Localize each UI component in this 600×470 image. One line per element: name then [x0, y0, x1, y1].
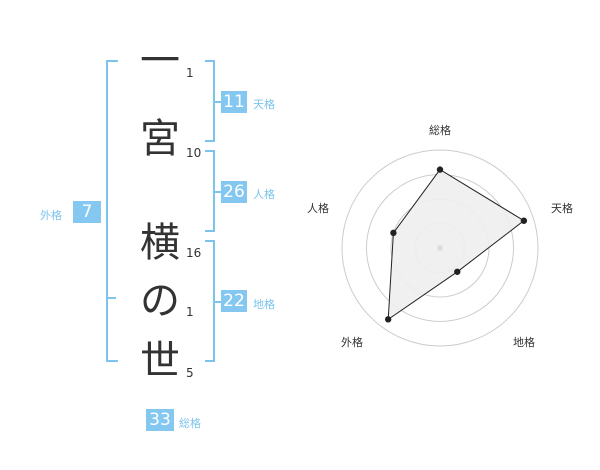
chikaku-bracket	[205, 240, 215, 362]
name-char-4: の	[140, 278, 180, 324]
name-char-3: 横	[140, 220, 180, 266]
gaikaku-value-box: 7	[73, 201, 101, 223]
chikaku-value-box: 22	[221, 290, 247, 312]
tenkaku-connector	[215, 101, 221, 103]
soukaku-label: 総格	[179, 417, 201, 430]
jinkaku-value-box: 26	[221, 181, 247, 203]
radar-point-soukaku	[436, 166, 444, 173]
stroke-count-1: 1	[186, 66, 194, 80]
stroke-count-2: 10	[186, 146, 202, 160]
fortune-radar-chart: 総格 天格 地格 外格 人格	[307, 123, 573, 349]
radar-label-soukaku: 総格	[429, 123, 451, 137]
chikaku-label: 地格	[253, 298, 275, 311]
jinkaku-bracket	[205, 150, 215, 232]
stroke-count-3: 16	[186, 246, 202, 260]
radar-label-jinkaku: 人格	[307, 201, 329, 215]
tenkaku-label: 天格	[253, 98, 275, 111]
stroke-count-5: 5	[186, 366, 194, 380]
jinkaku-label: 人格	[253, 188, 275, 201]
radar-point-chikaku	[454, 268, 461, 275]
radar-point-tenkaku	[520, 217, 528, 224]
radar-label-gaikaku: 外格	[341, 335, 363, 349]
name-char-5: 世	[140, 338, 180, 384]
tenkaku-value-box: 11	[221, 91, 247, 113]
gaikaku-bracket-tick	[106, 297, 116, 299]
jinkaku-connector	[215, 191, 221, 193]
radar-center-dot	[437, 245, 443, 251]
stroke-count-4: 1	[186, 305, 194, 319]
soukaku-value-box: 33	[146, 409, 174, 431]
radar-polygon	[387, 168, 525, 321]
name-char-2: 宮	[140, 116, 180, 162]
gaikaku-label: 外格	[40, 209, 62, 222]
name-char-1: 一	[140, 38, 180, 84]
chikaku-connector	[215, 301, 221, 303]
radar-ring-1	[341, 149, 539, 347]
radar-point-jinkaku	[390, 229, 397, 237]
radar-label-tenkaku: 天格	[551, 201, 573, 215]
gaikaku-bracket	[106, 60, 118, 362]
radar-label-chikaku: 地格	[513, 335, 535, 349]
tenkaku-bracket	[205, 60, 215, 142]
radar-point-gaikaku	[384, 316, 392, 323]
